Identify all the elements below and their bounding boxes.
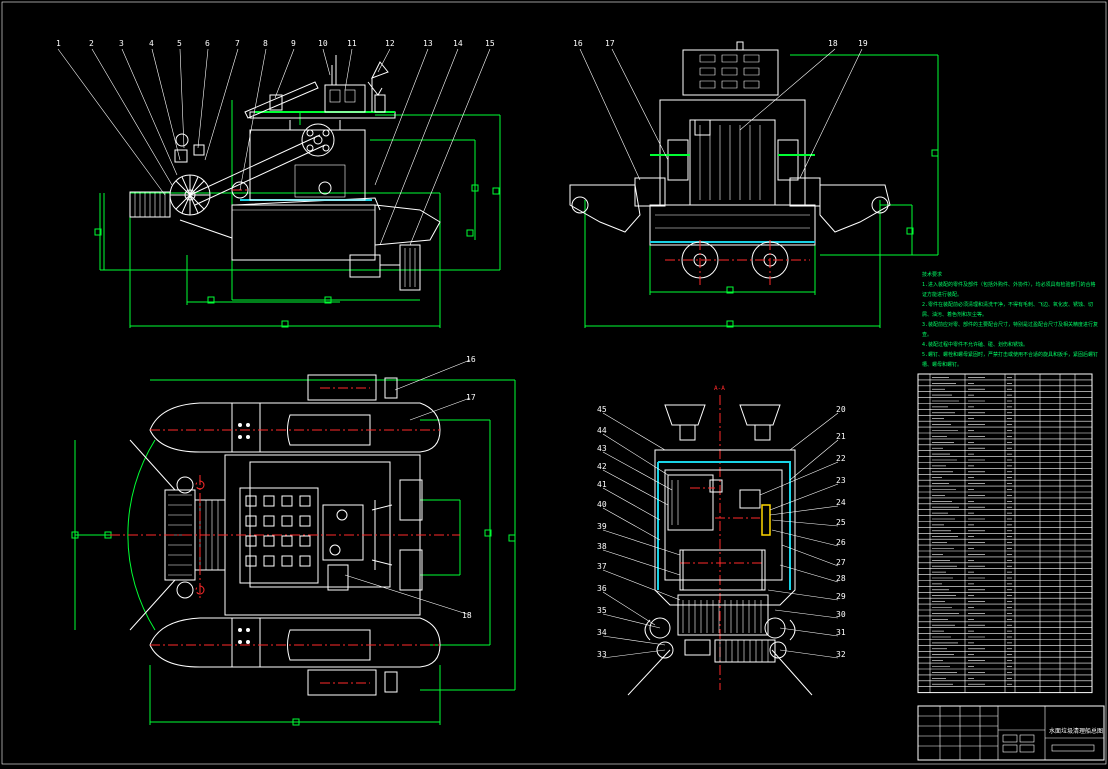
section-view-right-labels: 20 21 22 23 24 25 26 27 28 29 30 31 32 xyxy=(836,405,846,659)
plan-view xyxy=(71,359,516,726)
part-label: 9 xyxy=(291,39,296,48)
part-label: 30 xyxy=(836,610,846,619)
drawing-title: 水面垃圾清理船总图 xyxy=(1049,727,1103,735)
part-label: 6 xyxy=(205,39,210,48)
part-label: 7 xyxy=(235,39,240,48)
notes-line: 槽、螺母和螺钉。 xyxy=(922,361,962,368)
section-view-left-labels: 45 44 43 42 41 40 39 38 37 36 35 34 33 xyxy=(597,405,607,659)
part-label: 26 xyxy=(836,538,846,547)
part-label: 12 xyxy=(385,39,395,48)
part-label: 19 xyxy=(858,39,868,48)
part-label: 17 xyxy=(466,393,476,402)
part-label: 25 xyxy=(836,518,846,527)
part-label: 36 xyxy=(597,584,607,593)
notes-line: 1.进入装配的零件及部件（包括外购件、外协件），均必须具有检验部门的合格 xyxy=(922,281,1096,288)
part-label: 35 xyxy=(597,606,607,615)
part-label: 45 xyxy=(597,405,607,414)
part-label: 18 xyxy=(462,611,472,620)
part-label: 10 xyxy=(318,39,328,48)
notes-line: 查。 xyxy=(922,331,932,338)
part-label: 32 xyxy=(836,650,846,659)
part-label: 29 xyxy=(836,592,846,601)
side-view xyxy=(569,41,939,328)
part-label: 14 xyxy=(453,39,463,48)
part-label: 28 xyxy=(836,574,846,583)
side-view-part-numbers: 16 17 18 19 xyxy=(573,39,868,48)
part-label: 31 xyxy=(836,628,846,637)
part-label: 13 xyxy=(423,39,433,48)
part-label: 41 xyxy=(597,480,607,489)
part-label: 44 xyxy=(597,426,607,435)
part-label: 37 xyxy=(597,562,607,571)
parts-list-table xyxy=(917,373,1093,694)
part-label: 20 xyxy=(836,405,846,414)
part-label: 8 xyxy=(263,39,268,48)
part-label: 2 xyxy=(89,39,94,48)
part-label: 33 xyxy=(597,650,607,659)
notes-line: 4.装配过程中零件不允许磕、碰、划伤和锈蚀。 xyxy=(922,341,1028,348)
part-label: 43 xyxy=(597,444,607,453)
technical-notes: 技术要求 1.进入装配的零件及部件（包括外购件、外协件），均必须具有检验部门的合… xyxy=(922,271,1098,368)
part-label: 17 xyxy=(605,39,615,48)
part-label: 21 xyxy=(836,432,846,441)
section-title: A-A xyxy=(714,385,725,392)
part-label: 42 xyxy=(597,462,607,471)
notes-line: 3.装配前应对零、部件的主要配合尺寸，特别是过盈配合尺寸及相关精度进行复 xyxy=(922,321,1098,328)
part-label: 40 xyxy=(597,500,607,509)
part-label: 1 xyxy=(56,39,61,48)
section-view xyxy=(602,395,839,696)
part-label: 39 xyxy=(597,522,607,531)
part-label: 27 xyxy=(836,558,846,567)
title-block: 水面垃圾清理船总图 xyxy=(917,705,1105,761)
part-label: 23 xyxy=(836,476,846,485)
part-label: 24 xyxy=(836,498,846,507)
notes-line: 屑、油污、着色剂和灰尘等。 xyxy=(922,311,987,318)
part-label: 38 xyxy=(597,542,607,551)
part-label: 16 xyxy=(573,39,583,48)
notes-heading: 技术要求 xyxy=(922,271,942,278)
part-label: 34 xyxy=(597,628,607,637)
front-view xyxy=(57,48,501,328)
part-label: 3 xyxy=(119,39,124,48)
part-label: 11 xyxy=(347,39,357,48)
part-label: 22 xyxy=(836,454,846,463)
notes-line: 5.螺钉、螺栓和螺母紧固时，严禁打击或使用不合适的旋具和扳手，紧固后螺钉 xyxy=(922,351,1098,358)
part-label: 16 xyxy=(466,355,476,364)
notes-line: 证方能进行装配。 xyxy=(922,291,962,298)
part-label: 15 xyxy=(485,39,495,48)
part-label: 18 xyxy=(828,39,838,48)
part-label: 4 xyxy=(149,39,154,48)
front-view-part-numbers: 1 2 3 4 5 6 7 8 9 10 11 12 13 14 15 xyxy=(56,39,495,48)
part-label: 5 xyxy=(177,39,182,48)
notes-line: 2.零件在装配前必须清理和清洗干净，不得有毛刺、飞边、氧化皮、锈蚀、切 xyxy=(922,301,1093,308)
plan-view-part-numbers: 16 17 18 xyxy=(462,355,476,620)
